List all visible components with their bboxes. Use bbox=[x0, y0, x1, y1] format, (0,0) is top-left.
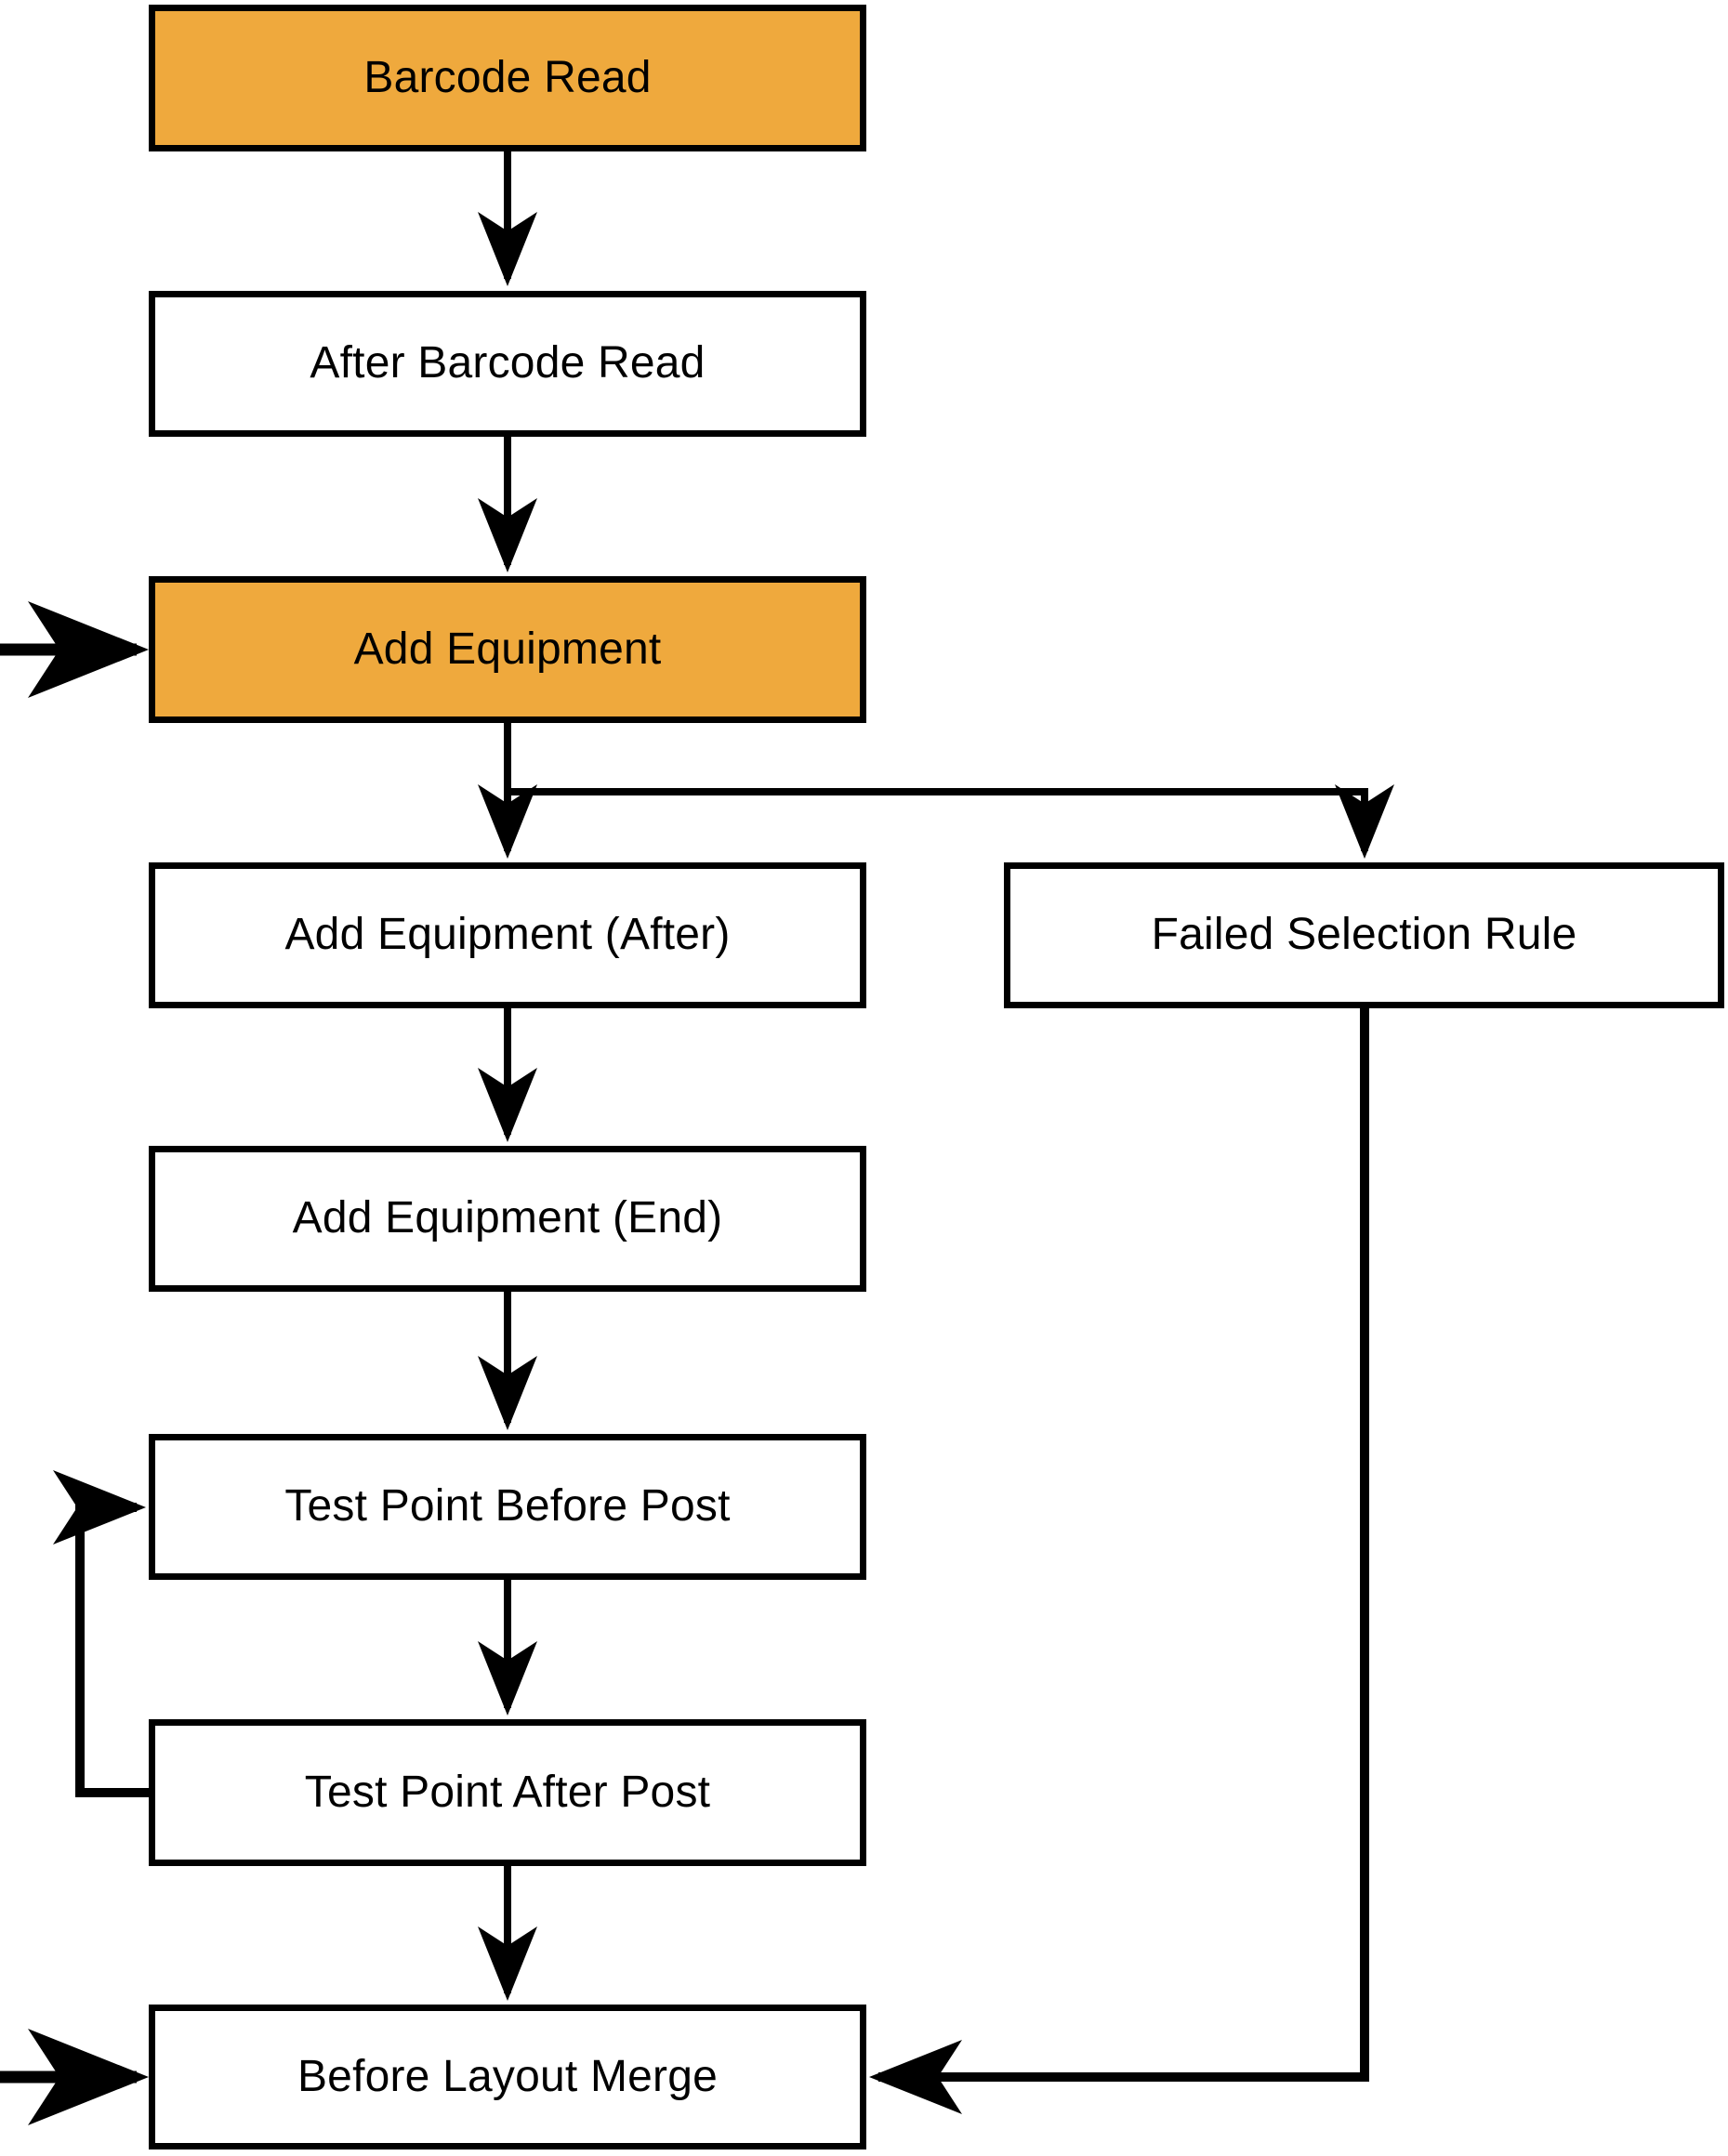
node-add-equipment[interactable]: Add Equipment bbox=[149, 576, 866, 723]
node-label-after-barcode-read: After Barcode Read bbox=[310, 338, 706, 388]
edge-test-point-after-post-loop-back bbox=[53, 1470, 149, 1797]
node-test-point-after-post[interactable]: Test Point After Post bbox=[149, 1719, 866, 1866]
node-add-equipment-after[interactable]: Add Equipment (After) bbox=[149, 862, 866, 1008]
node-add-equipment-end[interactable]: Add Equipment (End) bbox=[149, 1146, 866, 1292]
node-label-add-equipment-end: Add Equipment (End) bbox=[292, 1193, 723, 1243]
node-failed-selection-rule[interactable]: Failed Selection Rule bbox=[1004, 862, 1724, 1008]
node-test-point-before-post[interactable]: Test Point Before Post bbox=[149, 1434, 866, 1580]
node-label-failed-selection-rule: Failed Selection Rule bbox=[1151, 910, 1577, 960]
node-label-test-point-after-post: Test Point After Post bbox=[304, 1767, 711, 1817]
node-label-barcode-read: Barcode Read bbox=[363, 52, 652, 102]
edge-failed-selection-rule-to-before-layout-merge bbox=[869, 1008, 1369, 2114]
node-label-test-point-before-post: Test Point Before Post bbox=[284, 1481, 731, 1532]
node-label-add-equipment-after: Add Equipment (After) bbox=[284, 910, 731, 960]
node-before-layout-merge[interactable]: Before Layout Merge bbox=[149, 2005, 866, 2149]
node-barcode-read[interactable]: Barcode Read bbox=[149, 5, 866, 151]
edge-add-equipment-to-failed-selection-rule bbox=[508, 784, 1394, 859]
node-label-add-equipment: Add Equipment bbox=[353, 624, 662, 674]
node-label-before-layout-merge: Before Layout Merge bbox=[297, 2051, 719, 2101]
node-after-barcode-read[interactable]: After Barcode Read bbox=[149, 291, 866, 437]
